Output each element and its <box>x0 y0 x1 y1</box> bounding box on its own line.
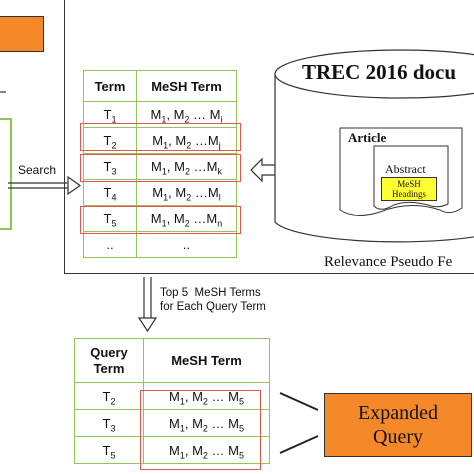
article-label: Article <box>348 130 387 145</box>
search-label: Search <box>18 163 57 177</box>
search-arrow <box>8 175 82 196</box>
mesh-cell: M1, M2 …Mn <box>136 205 237 232</box>
abstract-label: Abstract <box>385 162 426 176</box>
term-text: T <box>103 159 112 174</box>
term-text: T <box>103 107 112 122</box>
header-query-term: Query Term <box>74 338 144 383</box>
term-text: .. <box>106 237 114 252</box>
highlight-t5 <box>80 206 241 234</box>
mesh-cell: M1, M2 … M5 <box>143 409 270 437</box>
term-text: T <box>102 415 111 431</box>
mesh-cell: M1, M2 …Ml <box>136 179 237 206</box>
expand-line-lower <box>279 435 319 454</box>
doc-title: TREC 2016 docu <box>302 60 457 84</box>
mesh-headings-label: MeSH Headings <box>392 179 426 199</box>
mesh-cell: M1, M2 …Mk <box>136 153 237 180</box>
header-term: Term <box>83 70 137 102</box>
term-cell: T2 <box>83 127 137 154</box>
mesh-headings-box: MeSH Headings <box>381 177 437 201</box>
orange-box-top-left <box>0 16 44 52</box>
term-cell: T4 <box>83 179 137 206</box>
top5-arrow <box>137 277 158 333</box>
header-mesh-term: MeSH Term <box>136 70 237 102</box>
relevance-label: Relevance Pseudo Fe <box>324 254 453 270</box>
top-table-row: .... <box>83 231 237 258</box>
term-text: T <box>103 133 112 148</box>
highlight-selected-mesh <box>140 390 261 470</box>
term-text: T <box>102 442 111 458</box>
expanded-line1: Expanded <box>358 402 438 424</box>
term-text: T <box>103 211 112 226</box>
expand-line-upper <box>279 392 319 411</box>
term-text: T <box>103 185 112 200</box>
expanded-line2: Query <box>373 426 423 448</box>
green-box-left <box>0 118 12 230</box>
top5-line2: for Each Query Term <box>160 301 266 313</box>
relevance-feedback-frame <box>64 0 474 274</box>
term-text: T <box>102 388 111 404</box>
highlight-t3 <box>80 154 241 182</box>
header-mesh-term-2: MeSH Term <box>143 338 270 383</box>
highlight-t2 <box>80 123 241 151</box>
mesh-cell: M1, M2 … M5 <box>143 436 270 464</box>
term-cell: .. <box>83 231 137 258</box>
mesh-cell: M1, M2 …Mj <box>136 127 237 154</box>
top5-label: Top 5 MeSH Terms for Each Query Term <box>160 286 266 314</box>
term-cell: T5 <box>74 436 144 464</box>
expanded-query-box: Expanded Query <box>324 393 472 457</box>
term-cell: T2 <box>74 382 144 410</box>
term-cell: T3 <box>74 409 144 437</box>
mesh-cell: .. <box>136 231 237 258</box>
top5-line1: Top 5 MeSH Terms <box>160 287 261 299</box>
